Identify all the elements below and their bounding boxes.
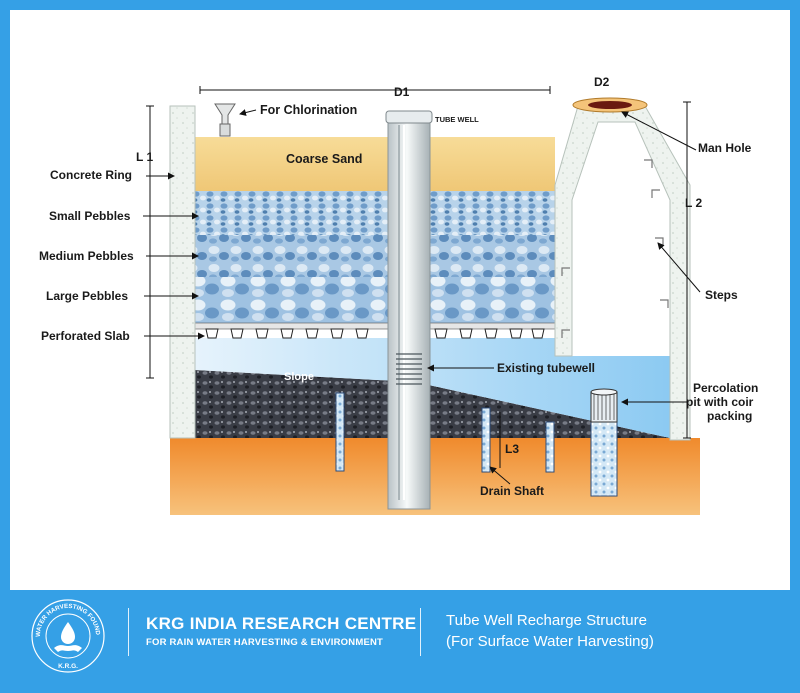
diagram-frame: D1 D2 For Chlorination TUBE WELL L 1 Con… [10,10,790,590]
coarse-sand-label: Coarse Sand [286,152,362,166]
small-pebbles-layer [195,191,555,235]
slope-label: Slope [284,371,314,383]
foundation-logo: RAIN WATER HARVESTING FOUNDATION K.R.G. [28,596,105,673]
slab-perforations [205,328,545,339]
gravel-slope-layer [195,370,670,438]
concrete-ring-label: Concrete Ring [50,168,132,182]
percolation-label-line2: pit with coir [686,395,754,409]
large-pebbles-label: Large Pebbles [46,289,128,303]
steps-label: Steps [705,288,738,302]
medium-pebbles-layer [195,235,555,277]
l2-label: L 2 [685,196,702,210]
footer-bar: RAIN WATER HARVESTING FOUNDATION K.R.G. … [0,590,800,693]
footer-divider-left [128,608,129,656]
drain-shaft-label: Drain Shaft [480,484,544,498]
concrete-ring-wall-left [169,105,196,439]
org-tagline: FOR RAIN WATER HARVESTING & ENVIRONMENT [146,637,384,648]
org-name: KRG INDIA RESEARCH CENTRE [146,614,417,633]
d1-label: D1 [394,85,410,99]
chamber-steps [561,159,669,338]
man-hole-arrow [621,111,697,151]
tube-well-cap [385,110,433,124]
coarse-sand-layer [195,137,555,191]
percolation-label-line1: Percolation [693,381,758,395]
footer-divider-right [420,608,421,656]
hands-icon [54,645,82,652]
existing-tubewell-label: Existing tubewell [497,361,595,375]
tube-well-label: TUBE WELL [435,115,479,124]
for-chlorination-label: For Chlorination [260,103,357,117]
tube-well-pipe [387,112,431,510]
recharge-structure-diagram: D1 D2 For Chlorination TUBE WELL L 1 Con… [39,75,758,515]
large-pebbles-layer [195,277,555,325]
man-hole-inner [588,101,632,109]
small-pebbles-label: Small Pebbles [49,209,131,223]
chlorination-arrow [239,109,257,116]
l3-label: L3 [505,442,519,456]
percolation-label-line3: packing [707,409,752,423]
tubewell-screen-slots [396,353,422,385]
man-hole-label: Man Hole [698,141,752,155]
diagram-title-line2: (For Surface Water Harvesting) [446,633,654,650]
water-drop-icon [61,622,75,644]
water-layer [195,338,670,438]
soil-base [170,438,700,515]
chlorination-funnel-icon [214,103,236,137]
l1-label: L 1 [136,150,153,164]
drain-shafts [335,392,555,473]
percolation-pit [590,388,618,497]
logo-bottom-text: K.R.G. [58,663,78,670]
perforated-slab-label: Perforated Slab [41,329,130,343]
medium-pebbles-label: Medium Pebbles [39,249,134,263]
steps-arrow [657,242,701,293]
d2-label: D2 [594,75,610,89]
perforated-slab [194,322,556,330]
drain-shaft-arrow [489,466,511,485]
diagram-title-line1: Tube Well Recharge Structure [446,612,647,629]
